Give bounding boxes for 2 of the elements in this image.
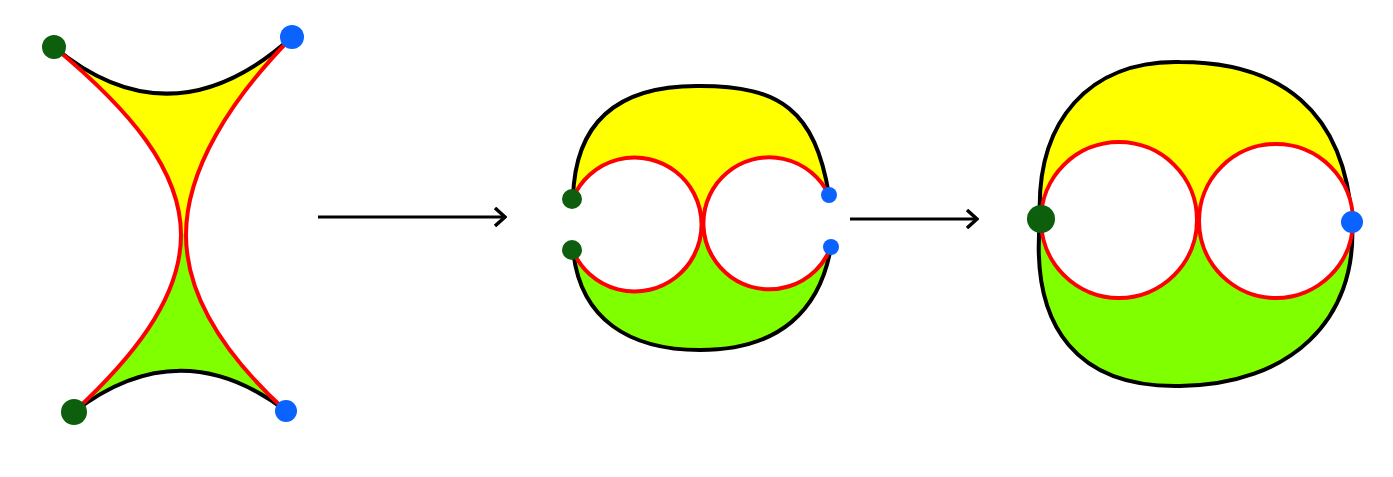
arrow bbox=[318, 206, 507, 228]
arrow bbox=[850, 208, 979, 230]
